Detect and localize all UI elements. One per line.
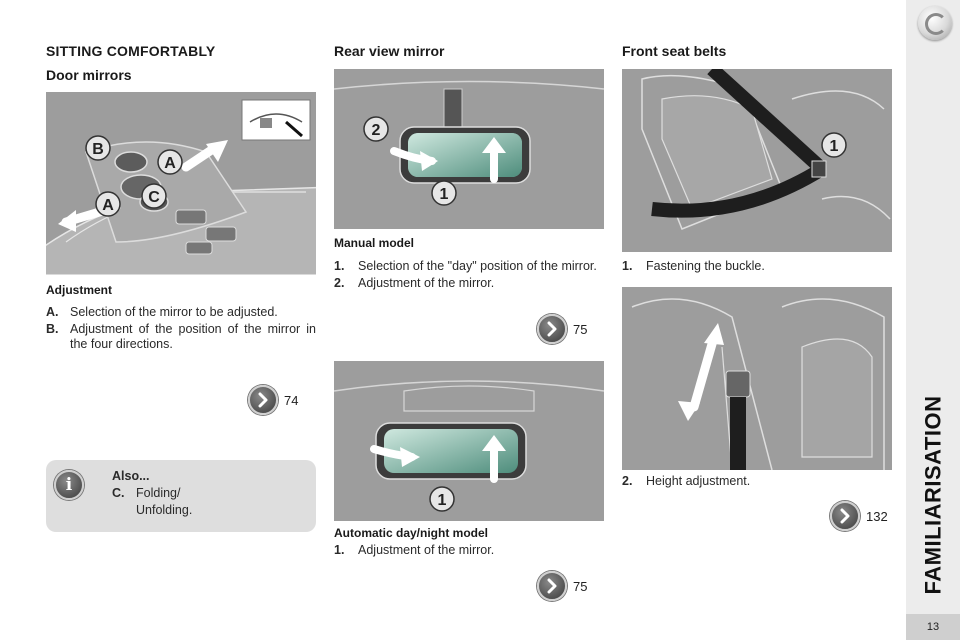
item-text: Selection of the "day" position of the m… xyxy=(358,259,597,273)
chevron-right-icon[interactable] xyxy=(830,501,860,531)
section-label: FAMILIARISATION xyxy=(910,390,956,600)
item-key: B. xyxy=(46,322,59,336)
list-item: A. Selection of the mirror to be adjuste… xyxy=(46,305,316,320)
callout-a-bottom: A xyxy=(102,197,114,214)
manual-mirror-illustration: 2 1 xyxy=(334,69,604,229)
automatic-mirror-steps: 1. Adjustment of the mirror. xyxy=(334,543,606,560)
page-reference-manual-mirror[interactable]: 75 xyxy=(537,314,587,344)
item-key: A. xyxy=(46,305,59,319)
item-text: Height adjustment. xyxy=(646,474,751,488)
height-step: 2. Height adjustment. xyxy=(622,474,892,491)
callout-2: 2 xyxy=(372,122,381,139)
seat-belts-title: Front seat belts xyxy=(622,43,727,59)
page-reference-door-mirrors[interactable]: 74 xyxy=(248,385,298,415)
rear-mirror-title: Rear view mirror xyxy=(334,43,445,59)
page-number: 13 xyxy=(906,614,960,640)
automatic-model-subtitle: Automatic day/night model xyxy=(334,526,489,540)
also-title: Also... xyxy=(112,469,150,483)
height-adjustment-illustration xyxy=(622,287,892,470)
callout-b: B xyxy=(92,141,104,158)
item-text: Adjustment of the mirror. xyxy=(358,543,495,557)
also-line1: Folding/ xyxy=(136,486,181,500)
list-item: 2. Height adjustment. xyxy=(622,474,892,489)
list-item: 1. Fastening the buckle. xyxy=(622,259,892,274)
list-item: B. Adjustment of the position of the mir… xyxy=(46,322,316,352)
item-key: 1. xyxy=(334,543,345,557)
adjustment-subtitle: Adjustment xyxy=(46,283,112,297)
page-reference-seat-belts[interactable]: 132 xyxy=(830,501,888,531)
item-key: 1. xyxy=(622,259,633,273)
manual-mirror-steps: 1. Selection of the "day" position of th… xyxy=(334,259,606,293)
reference-page: 75 xyxy=(573,321,588,337)
buckle-step: 1. Fastening the buckle. xyxy=(622,259,892,276)
list-item: 1. Adjustment of the mirror. xyxy=(334,543,606,558)
item-text: Fastening the buckle. xyxy=(646,259,765,273)
callout-1: 1 xyxy=(830,138,839,155)
chevron-right-icon[interactable] xyxy=(537,571,567,601)
list-item: 2. Adjustment of the mirror. xyxy=(334,276,606,291)
buckle-illustration: 1 xyxy=(622,69,892,252)
chevron-right-icon[interactable] xyxy=(537,314,567,344)
info-icon: i xyxy=(54,470,84,500)
list-item: 1. Selection of the "day" position of th… xyxy=(334,259,606,274)
door-mirror-illustration: B A A C xyxy=(46,92,316,275)
also-info-box: i Also... C. Folding/ Unfolding. xyxy=(46,460,316,532)
item-key: 2. xyxy=(622,474,633,488)
section-sidebar: FAMILIARISATION xyxy=(906,0,960,640)
reference-page: 132 xyxy=(866,508,888,524)
callout-1: 1 xyxy=(440,186,449,203)
door-mirror-steps: A. Selection of the mirror to be adjuste… xyxy=(46,305,316,354)
manual-model-subtitle: Manual model xyxy=(334,236,415,250)
reference-page: 75 xyxy=(573,578,588,594)
reference-page: 74 xyxy=(284,392,299,408)
section-label-text: FAMILIARISATION xyxy=(920,395,945,595)
door-mirrors-title: Door mirrors xyxy=(46,67,132,83)
page-reference-automatic-mirror[interactable]: 75 xyxy=(537,571,587,601)
also-line2: Unfolding. xyxy=(136,503,193,517)
section-title: SITTING COMFORTABLY xyxy=(46,43,216,59)
also-key: C. xyxy=(112,486,125,500)
item-text: Selection of the mirror to be adjusted. xyxy=(70,305,278,319)
brand-logo-icon xyxy=(918,6,952,40)
item-text: Adjustment of the position of the mirror… xyxy=(70,322,316,351)
callout-c: C xyxy=(148,189,160,206)
item-key: 2. xyxy=(334,276,345,290)
callout-1: 1 xyxy=(438,492,447,509)
chevron-right-icon[interactable] xyxy=(248,385,278,415)
item-text: Adjustment of the mirror. xyxy=(358,276,495,290)
automatic-mirror-illustration: 1 xyxy=(334,361,604,521)
item-key: 1. xyxy=(334,259,345,273)
also-text: Also... C. Folding/ Unfolding. xyxy=(112,468,192,519)
callout-a-top: A xyxy=(164,155,176,172)
